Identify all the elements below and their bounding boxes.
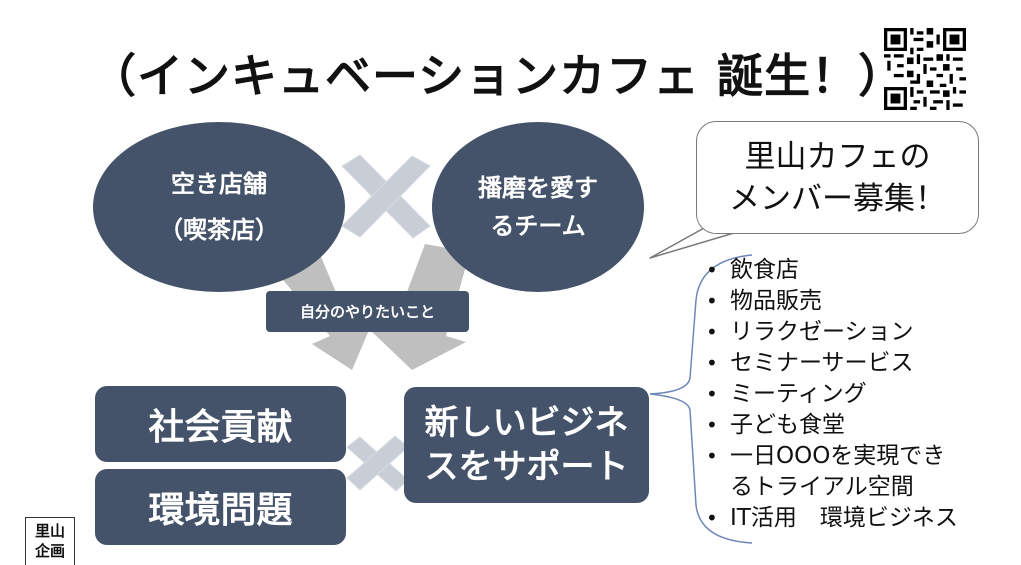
list-item: 飲食店 [706, 255, 958, 286]
business-support-line2: スをサポート [424, 447, 629, 487]
callout-tail-mask [713, 228, 745, 233]
list-item: 物品販売 [706, 286, 958, 317]
page-title: （インキュベーションカフェ 誕生！） [90, 49, 906, 103]
satoyama-logo: 里山 企画 [25, 517, 75, 565]
list-item: セミナーサービス [706, 348, 958, 379]
ellipse-right-line1: 播磨を愛す [478, 174, 598, 202]
business-support-line1: 新しいビジネ [424, 403, 629, 443]
list-item: IT活用 環境ビジネス [706, 503, 958, 534]
environment-box: 環境問題 [95, 469, 346, 545]
ellipse-left-line2: （喫茶店） [159, 216, 279, 244]
business-list: 飲食店 物品販売 リラクゼーション セミナーサービス ミーティング 子ども食堂 … [706, 255, 958, 534]
list-item: ミーティング [706, 379, 958, 410]
list-item: リラクゼーション [706, 317, 958, 348]
logo-line1: 里山 [34, 522, 65, 540]
team-ellipse: 播磨を愛す るチーム [432, 122, 644, 292]
list-brace [649, 254, 753, 544]
cross-top [341, 154, 431, 239]
list-item: 子ども食堂 [706, 410, 958, 441]
member-recruit-callout: 里山カフェの メンバー募集！ [696, 121, 979, 234]
logo-line2: 企画 [34, 542, 65, 560]
callout-line1: 里山カフェの [744, 138, 931, 175]
vacant-store-ellipse: 空き店舗 （喫茶店） [93, 122, 345, 292]
callout-line2: メンバー募集！ [729, 180, 946, 217]
ellipse-right-line2: るチーム [490, 212, 586, 240]
ellipse-left-line1: 空き店舗 [171, 170, 267, 198]
business-support-box: 新しいビジネ スをサポート [404, 387, 649, 503]
social-contribution-box: 社会貢献 [95, 386, 346, 462]
list-item: 一日OOOを実現でき るトライアル空間 [706, 441, 958, 503]
qr-code-icon [884, 28, 966, 110]
list-item-line1: 一日OOOを実現でき [730, 443, 946, 469]
arrow-label: 自分のやりたいこと [266, 291, 469, 332]
list-item-line2: るトライアル空間 [730, 474, 914, 500]
